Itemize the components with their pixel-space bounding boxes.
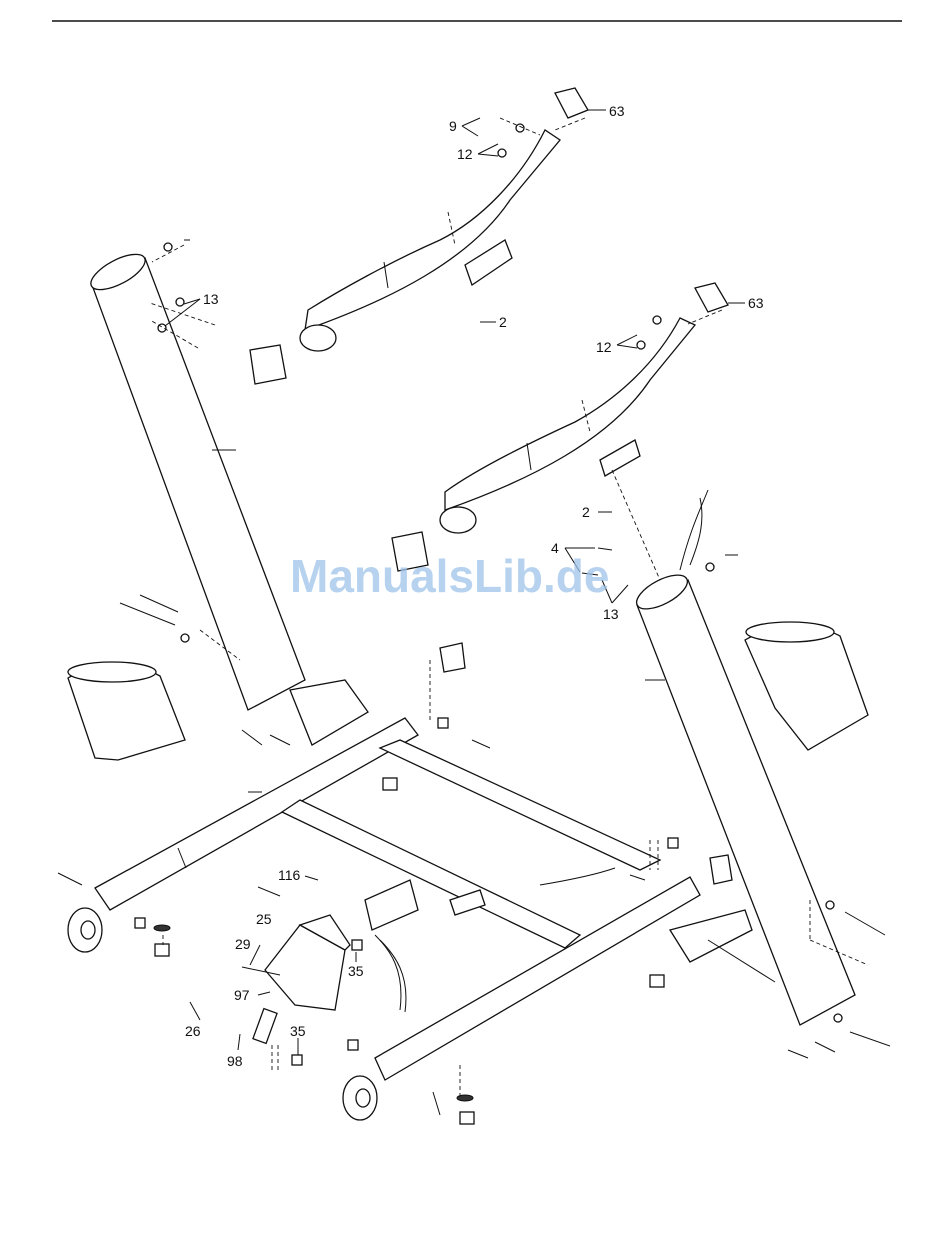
left-shroud <box>68 662 185 760</box>
callout-26: 26 <box>185 1023 201 1039</box>
callout-9: 9 <box>449 118 457 134</box>
left-handrail <box>250 130 560 384</box>
left-wheel <box>68 908 102 952</box>
callout-97: 97 <box>234 987 250 1003</box>
callout-12-upper-right: 12 <box>596 339 612 355</box>
watermark: ManualsLib.de <box>290 550 609 602</box>
callout-29: 29 <box>235 936 251 952</box>
callout-116: 116 <box>278 867 301 883</box>
right-shroud <box>745 622 868 750</box>
callout-2-upper-right: 2 <box>582 504 590 520</box>
callout-63-upper-left: 63 <box>609 103 625 119</box>
left-upright <box>86 247 305 710</box>
callout-13-upper-left: 13 <box>203 291 219 307</box>
callout-98: 98 <box>227 1053 243 1069</box>
callout-63-upper-right: 63 <box>748 295 764 311</box>
right-handrail <box>392 318 695 571</box>
callout-12-upper-left: 12 <box>457 146 473 162</box>
callout-25: 25 <box>256 911 272 927</box>
right-upright <box>612 470 855 1025</box>
callout-35-lower: 35 <box>290 1023 306 1039</box>
callout-35-right: 35 <box>348 963 364 979</box>
callout-2-upper-left: 2 <box>499 314 507 330</box>
front-wheel <box>343 1076 377 1120</box>
callout-13-upper-right: 13 <box>603 606 619 622</box>
